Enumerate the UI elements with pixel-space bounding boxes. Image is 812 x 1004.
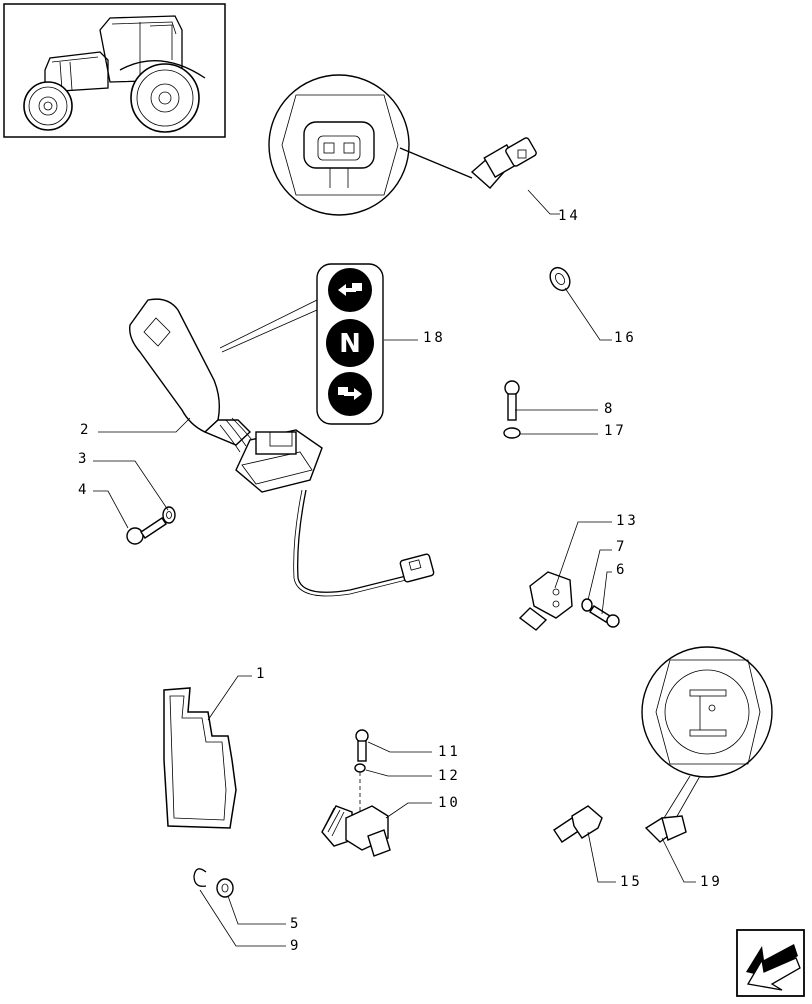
part-15-adapter xyxy=(553,805,603,843)
part-8-screw xyxy=(504,380,520,421)
part-14-sensor xyxy=(470,137,537,189)
callout-3: 3 xyxy=(78,451,89,467)
callout-12: 12 xyxy=(438,768,461,784)
part-1-gasket xyxy=(163,687,237,829)
part-9-clip xyxy=(193,868,207,887)
callout-4: 4 xyxy=(78,482,89,498)
reverse-arrow-icon xyxy=(328,372,372,416)
callout-labels: 14 16 18 2 3 4 8 17 13 7 6 1 11 12 10 15… xyxy=(78,208,723,954)
callout-13: 13 xyxy=(616,513,639,529)
part-2-shuttle-lever xyxy=(129,298,435,597)
part-11-screw xyxy=(355,729,369,762)
forward-arrow-icon xyxy=(328,268,372,312)
callout-1: 1 xyxy=(256,666,267,682)
callout-15: 15 xyxy=(620,874,643,890)
part-3-washer xyxy=(162,506,176,524)
sensor-14-detail-view xyxy=(268,74,473,216)
part-19-sender xyxy=(644,815,687,843)
part-6-screw xyxy=(589,605,620,628)
part-12-washer xyxy=(354,763,366,773)
part-5-washer xyxy=(216,878,234,898)
callout-6: 6 xyxy=(616,562,627,578)
sender-19-detail-view xyxy=(641,646,773,819)
neutral-letter: N xyxy=(339,329,361,359)
callout-18: 18 xyxy=(423,330,446,346)
callout-19: 19 xyxy=(700,874,723,890)
part-10-switch xyxy=(321,805,391,857)
callout-14: 14 xyxy=(558,208,581,224)
callout-17: 17 xyxy=(604,423,627,439)
front-wheel-icon xyxy=(23,81,73,131)
rear-wheel-icon xyxy=(130,63,200,133)
part-17-washer xyxy=(503,427,521,439)
part-7-washer xyxy=(581,598,593,612)
next-page-arrow-icon[interactable] xyxy=(736,929,805,997)
callout-10: 10 xyxy=(438,795,461,811)
callout-7: 7 xyxy=(616,539,627,555)
part-16-washer xyxy=(549,266,571,292)
callout-16: 16 xyxy=(614,330,637,346)
callout-5: 5 xyxy=(290,916,301,932)
selector-symbols-panel: N xyxy=(219,263,384,425)
callout-2: 2 xyxy=(80,422,91,438)
callout-9: 9 xyxy=(290,938,301,954)
neutral-symbol-icon: N xyxy=(326,319,374,367)
tractor-thumbnail xyxy=(3,3,226,138)
callout-8: 8 xyxy=(604,401,615,417)
part-4-bolt xyxy=(126,517,167,545)
part-13-bracket xyxy=(518,571,573,631)
leader-lines xyxy=(93,189,696,947)
callout-11: 11 xyxy=(438,744,461,760)
